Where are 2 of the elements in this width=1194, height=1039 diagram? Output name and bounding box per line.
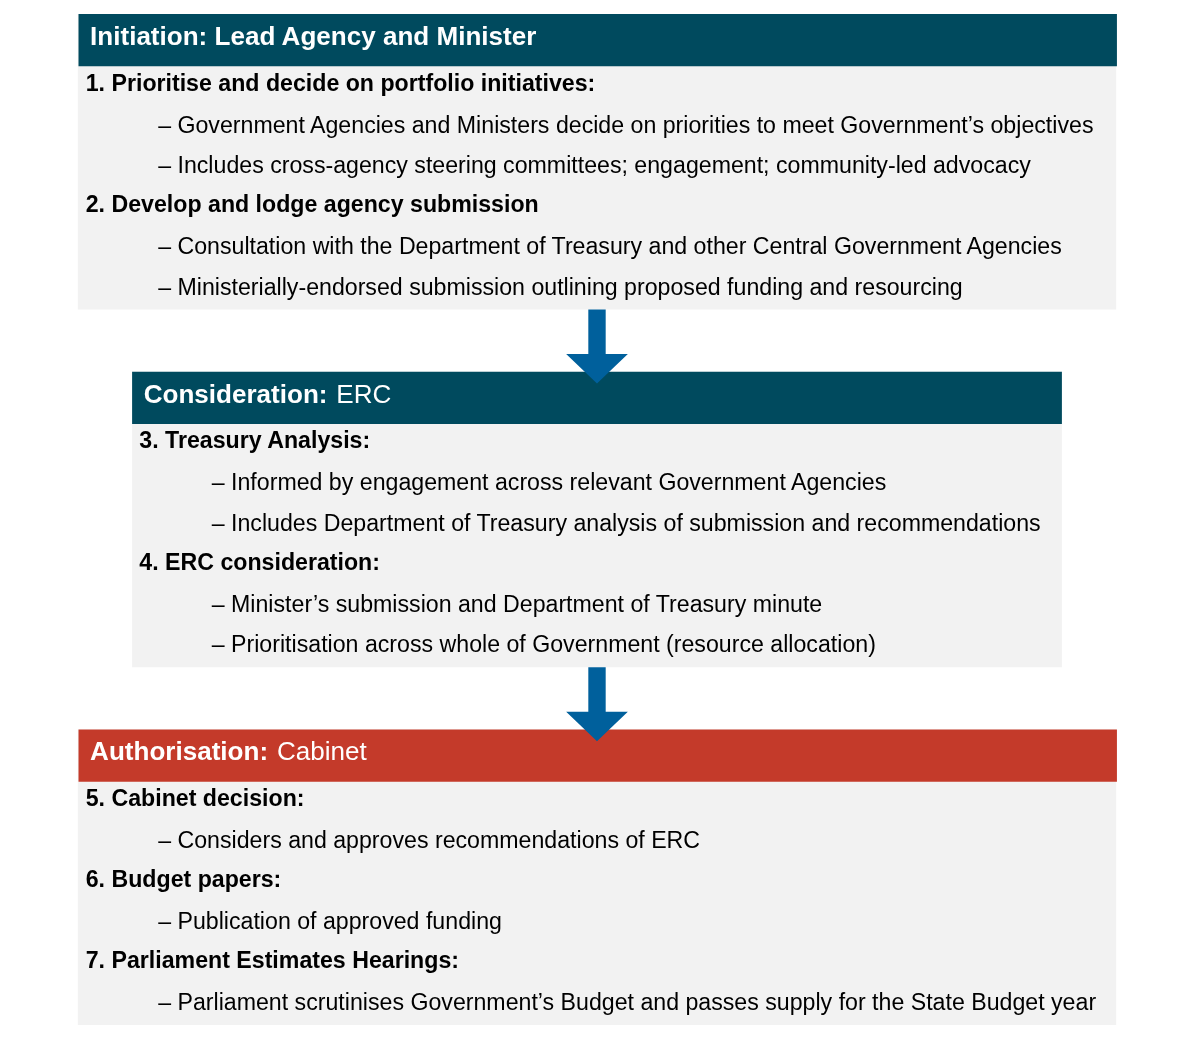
arrow xyxy=(566,667,628,742)
arrow xyxy=(566,309,628,384)
